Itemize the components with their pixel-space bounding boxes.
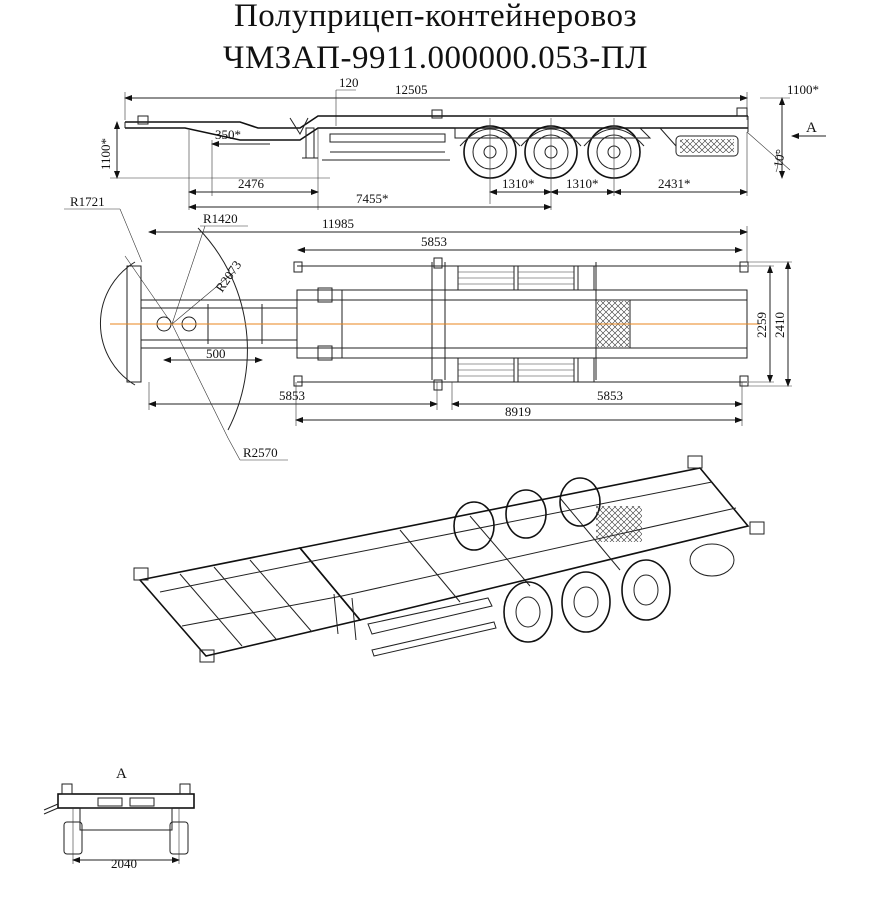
twistlock-front (137, 115, 149, 125)
dim-2476: 2476 (238, 176, 265, 191)
dim-8919: 8919 (505, 404, 531, 419)
drawing-title-line-1: Полуприцеп-контейнеровоз (233, 0, 638, 34)
frame-lower-rail (125, 127, 748, 141)
rear-view: A 2040 (43, 766, 195, 871)
label-r2570: R2570 (243, 445, 278, 460)
dim-height-rear: 1100* (787, 82, 819, 97)
dim-7455: 7455* (356, 191, 389, 206)
rear-bumper (79, 807, 173, 831)
iso-side-guard (367, 597, 493, 635)
rear-view-label: A (116, 766, 127, 782)
iso-spare-wheel (689, 543, 735, 577)
side-view: 12505 120 (98, 75, 826, 210)
dim-5853-left: 5853 (279, 388, 305, 403)
dim-axle-spacing-1: 1310* (502, 176, 535, 191)
dim-120: 120 (339, 75, 359, 90)
arc-r2570 (197, 227, 248, 431)
dim-350: 350* (215, 127, 241, 142)
dim-11985: 11985 (322, 216, 354, 231)
dim-2259: 2259 (754, 312, 769, 338)
label-r1721: R1721 (70, 194, 105, 209)
twistlock-rear (736, 107, 748, 117)
view-marker: A (806, 120, 817, 136)
isometric-view (133, 455, 765, 663)
departure-angle: 10° (770, 148, 788, 169)
iso-gooseneck (138, 547, 362, 657)
dim-axle-spacing-2: 1310* (566, 176, 599, 191)
label-r2073: R2073 (212, 258, 244, 295)
label-r1420: R1420 (203, 211, 238, 226)
drawing-title-line-2: ЧМЗАП-9911.000000.053-ПЛ (223, 40, 648, 76)
side-guard (329, 133, 446, 143)
arc-r1721 (100, 261, 136, 386)
twistlock-mid (431, 109, 443, 119)
top-view: R1721 R1420 R2073 R2570 (64, 194, 792, 461)
dim-5853-right: 5853 (597, 388, 623, 403)
dim-2410: 2410 (772, 312, 787, 338)
dim-500: 500 (206, 346, 226, 361)
dim-2431: 2431* (658, 176, 691, 191)
dim-2040: 2040 (111, 856, 137, 871)
dim-height: 1100* (98, 138, 113, 170)
rear-crossmember (57, 793, 195, 809)
suspension-beam (454, 127, 652, 139)
iso-wheels (453, 477, 671, 643)
dim-overall-length: 12505 (395, 82, 428, 97)
dim-5853-top: 5853 (421, 234, 447, 249)
frame-top-rail (125, 115, 748, 129)
